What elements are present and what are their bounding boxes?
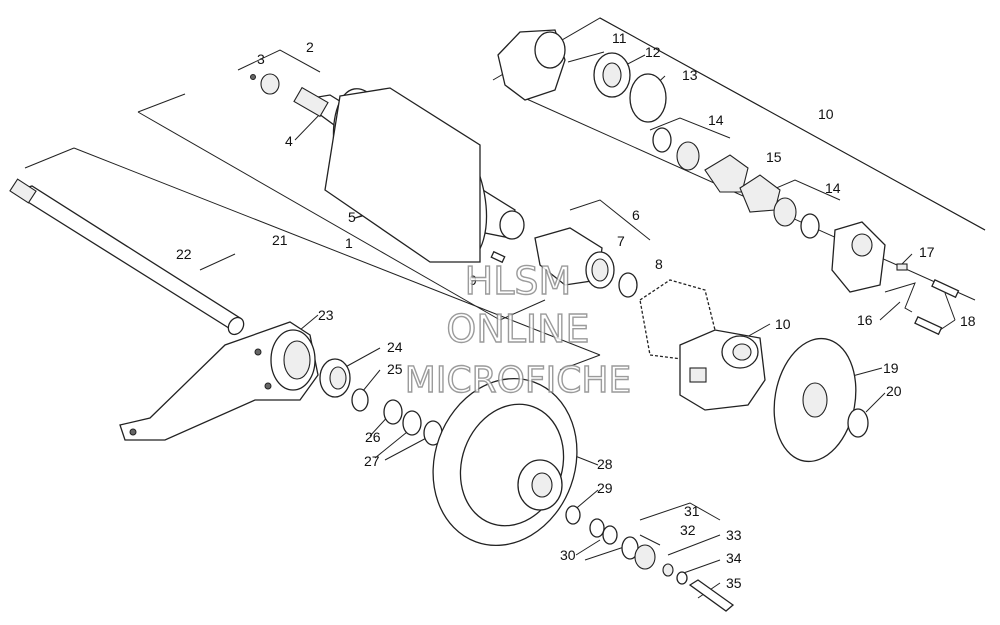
callout-label: 27 xyxy=(364,453,380,469)
callout-label: 5 xyxy=(348,209,356,225)
callout-label: 26 xyxy=(365,429,381,445)
callout-label: 8 xyxy=(655,256,663,272)
callout-label: 25 xyxy=(387,361,403,377)
callout-label: 12 xyxy=(645,44,661,60)
callout-label: 14 xyxy=(825,180,841,196)
callout-label: 6 xyxy=(632,207,640,223)
watermark-line-3: MICROFICHE xyxy=(405,360,631,401)
callout-label: 21 xyxy=(272,232,288,248)
callout-label: 31 xyxy=(684,503,700,519)
callout-label: 24 xyxy=(387,339,403,355)
callout-label: 23 xyxy=(318,307,334,323)
upper-caliper-assembly xyxy=(497,29,886,293)
callout-label: 32 xyxy=(680,522,696,538)
callout-label: 34 xyxy=(726,550,742,566)
callout-label: 19 xyxy=(883,360,899,376)
retaining-ring-20 xyxy=(847,408,869,438)
callout-label: 1 xyxy=(345,235,353,251)
callout-label: 33 xyxy=(726,527,742,543)
callout-label: 18 xyxy=(960,313,976,329)
bearing-24 xyxy=(319,358,351,398)
brake-caliper-10 xyxy=(679,329,766,411)
hardware-16-18 xyxy=(884,263,960,336)
callout-label: 35 xyxy=(726,575,742,591)
driven-clutch-sprocket xyxy=(432,377,578,547)
callout-label: 22 xyxy=(176,246,192,262)
callout-labels: 1 2 3 4 5 6 7 8 9 10 10 11 12 13 14 14 1… xyxy=(176,30,976,591)
callout-label: 10 xyxy=(775,316,791,332)
callout-label: 29 xyxy=(597,480,613,496)
callout-label: 11 xyxy=(612,30,627,46)
callout-label: 28 xyxy=(597,456,613,472)
callout-label: 30 xyxy=(560,547,576,563)
callout-label: 13 xyxy=(682,67,698,83)
callout-label: 3 xyxy=(257,51,265,67)
seal-plate-6 xyxy=(490,227,638,298)
watermark-line-1: HLSM xyxy=(465,259,572,303)
callout-label: 2 xyxy=(306,39,314,55)
callout-label: 7 xyxy=(617,233,625,249)
bearing-housing-arm xyxy=(119,321,319,441)
callout-label: 17 xyxy=(919,244,935,260)
brake-disc xyxy=(773,337,857,463)
watermark-line-2: ONLINE xyxy=(446,307,589,351)
watermark: HLSM ONLINE MICROFICHE xyxy=(404,258,632,401)
callout-label: 14 xyxy=(708,112,724,128)
washers-25-27 xyxy=(351,388,443,446)
callout-label: 16 xyxy=(857,312,873,328)
callout-label: 20 xyxy=(886,383,902,399)
callout-label: 4 xyxy=(285,133,293,149)
jackshaft xyxy=(9,178,245,336)
drive-shaft-assembly xyxy=(250,73,525,263)
callout-label: 15 xyxy=(766,149,782,165)
callout-label: 10 xyxy=(818,106,834,122)
callout-label: 9 xyxy=(469,272,477,288)
hardware-29-35 xyxy=(565,505,735,612)
